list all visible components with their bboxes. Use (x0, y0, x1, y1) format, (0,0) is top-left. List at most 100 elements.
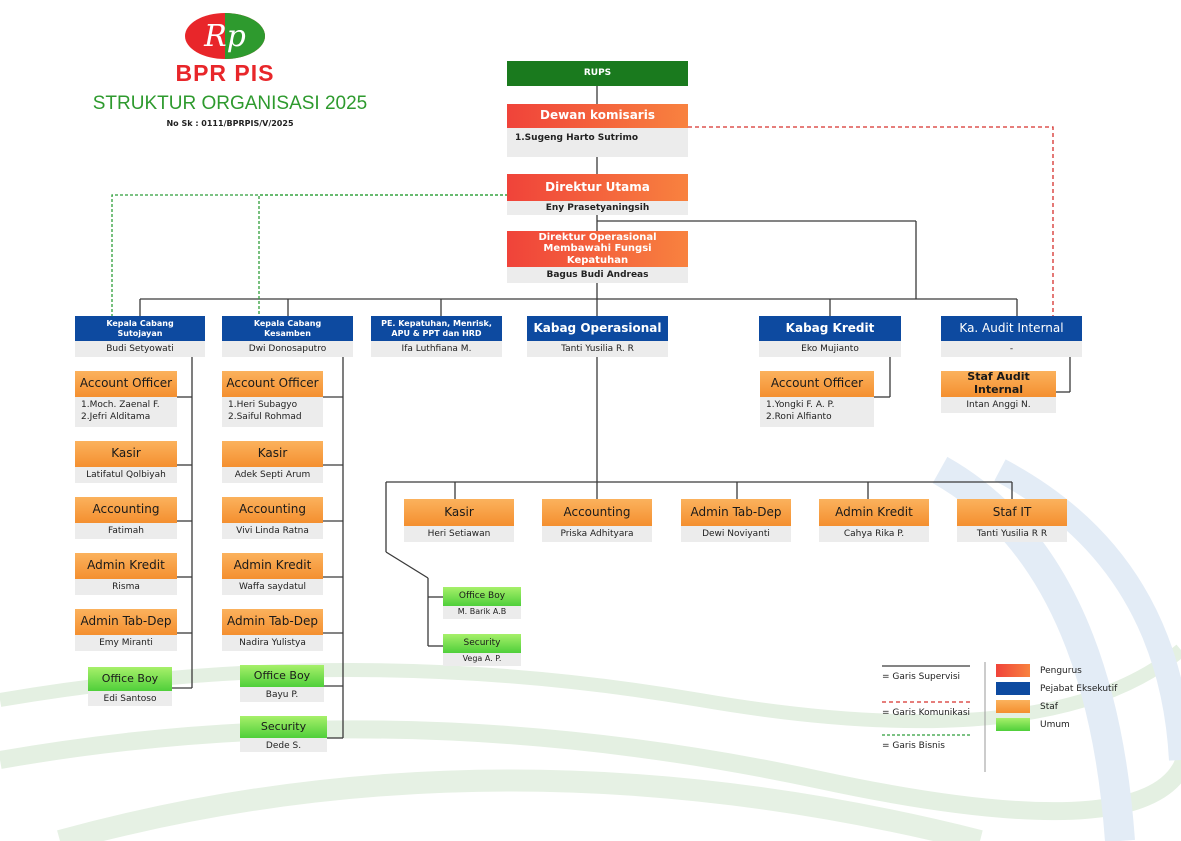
staff-name: 2.Jefri Alditama (81, 412, 151, 423)
staff-name: Intan Anggi N. (941, 397, 1056, 413)
legend-umum: Umum (996, 718, 1070, 731)
rups-box: RUPS (507, 61, 688, 86)
staff-title: Security (240, 716, 327, 738)
legend-pengurus: Pengurus (996, 664, 1082, 677)
dewan-komisaris-box: Dewan komisaris 1.Sugeng Harto Sutrimo (507, 104, 688, 157)
staff-name: Risma (75, 579, 177, 595)
legend-label: Pengurus (1040, 665, 1082, 676)
staff-name: Nadira Yulistya (222, 635, 323, 651)
kesamben-security: Security Dede S. (240, 716, 327, 752)
legend-swatch-eksekutif (996, 682, 1030, 695)
staff-name: Waffa saydatul (222, 579, 323, 595)
kepala-cabang-sutojayan-box: Kepala Cabang Sutojayan Budi Setyowati (75, 316, 205, 357)
staff-names: 1.Yongki F. A. P. 2.Roni Alfianto (760, 397, 874, 427)
sutojayan-admin-tab-dep: Admin Tab-Dep Emy Miranti (75, 609, 177, 651)
staff-title: Security (443, 634, 521, 653)
staff-name: Latifatul Qolbiyah (75, 467, 177, 483)
page-title: STRUKTUR ORGANISASI 2025 (92, 93, 368, 114)
staff-name: Cahya Rika P. (819, 526, 929, 542)
staff-title: Admin Tab-Dep (222, 609, 323, 635)
kepala-cabang-kesamben-box: Kepala Cabang Kesamben Dwi Donosaputro (222, 316, 353, 357)
pe-kepatuhan-title: PE. Kepatuhan, Menrisk, APU & PPT dan HR… (371, 316, 502, 341)
svg-text:Rp: Rp (203, 19, 246, 54)
staff-name: Dede S. (240, 738, 327, 752)
staff-name: Vivi Linda Ratna (222, 523, 323, 539)
staff-title: Accounting (542, 499, 652, 526)
staff-name: Emy Miranti (75, 635, 177, 651)
ops-staf-it: Staf IT Tanti Yusilia R R (957, 499, 1067, 542)
kabag-operasional-name: Tanti Yusilia R. R (527, 341, 668, 357)
kredit-account-officer: Account Officer 1.Yongki F. A. P. 2.Roni… (760, 371, 874, 427)
staff-name: Tanti Yusilia R R (957, 526, 1067, 542)
legend-staf: Staf (996, 700, 1058, 713)
direktur-utama-name: Eny Prasetyaningsih (507, 201, 688, 215)
kabag-operasional-box: Kabag Operasional Tanti Yusilia R. R (527, 316, 668, 357)
rups-title: RUPS (507, 61, 688, 86)
staff-name: 2.Roni Alfianto (766, 412, 832, 423)
staff-name: Edi Santoso (88, 691, 172, 706)
kesamben-admin-tab-dep: Admin Tab-Dep Nadira Yulistya (222, 609, 323, 651)
staff-title: Staf Audit Internal (941, 371, 1056, 397)
staff-name: 2.Saiful Rohmad (228, 412, 302, 423)
legend-garis-supervisi: = Garis Supervisi (882, 672, 961, 682)
staff-names: 1.Heri Subagyo 2.Saiful Rohmad (222, 397, 323, 427)
staff-title: Admin Kredit (75, 553, 177, 579)
ops-kasir: Kasir Heri Setiawan (404, 499, 514, 542)
staff-title: Staf IT (957, 499, 1067, 526)
staff-name: 1.Moch. Zaenal F. (81, 400, 160, 410)
sk-number: No Sk : 0111/BPRPIS/V/2025 (166, 119, 294, 128)
staff-title: Admin Kredit (819, 499, 929, 526)
ops-security: Security Vega A. P. (443, 634, 521, 666)
kesamben-accounting: Accounting Vivi Linda Ratna (222, 497, 323, 539)
pe-kepatuhan-box: PE. Kepatuhan, Menrisk, APU & PPT dan HR… (371, 316, 502, 357)
staff-title: Office Boy (443, 587, 521, 606)
ka-audit-internal-name: - (941, 341, 1082, 357)
staff-name: Heri Setiawan (404, 526, 514, 542)
legend-swatch-pengurus (996, 664, 1030, 677)
staff-title: Office Boy (240, 665, 324, 687)
ops-office-boy: Office Boy M. Barik A.B (443, 587, 521, 619)
legend-label: Pejabat Eksekutif (1040, 683, 1118, 694)
staff-name: Fatimah (75, 523, 177, 539)
logo-block: Rp BPR PIS STRUKTUR ORGANISASI 2025 No S… (80, 8, 380, 133)
staff-title: Accounting (222, 497, 323, 523)
bpr-pis-logo-icon: Rp (185, 13, 265, 59)
legend-label: Staf (1040, 701, 1058, 712)
staff-title: Admin Kredit (222, 553, 323, 579)
legend-garis-komunikasi: = Garis Komunikasi (882, 708, 971, 718)
staff-name: Adek Septi Arum (222, 467, 323, 483)
kepala-cabang-sutojayan-title: Kepala Cabang Sutojayan (75, 316, 205, 341)
sutojayan-account-officer: Account Officer 1.Moch. Zaenal F. 2.Jefr… (75, 371, 177, 427)
staf-audit-internal: Staf Audit Internal Intan Anggi N. (941, 371, 1056, 413)
kesamben-account-officer: Account Officer 1.Heri Subagyo 2.Saiful … (222, 371, 323, 427)
direktur-utama-box: Direktur Utama Eny Prasetyaningsih (507, 174, 688, 215)
kesamben-kasir: Kasir Adek Septi Arum (222, 441, 323, 483)
dewan-komisaris-title: Dewan komisaris (507, 104, 688, 128)
staff-title: Kasir (404, 499, 514, 526)
direktur-utama-title: Direktur Utama (507, 174, 688, 201)
kabag-kredit-box: Kabag Kredit Eko Mujianto (759, 316, 901, 357)
kabag-kredit-title: Kabag Kredit (759, 316, 901, 341)
sutojayan-kasir: Kasir Latifatul Qolbiyah (75, 441, 177, 483)
staff-title: Account Officer (75, 371, 177, 397)
brand-name: BPR PIS (175, 60, 275, 86)
legend-label: Umum (1040, 719, 1070, 730)
staff-name: Vega A. P. (443, 653, 521, 666)
staff-title: Admin Tab-Dep (75, 609, 177, 635)
staff-name: Priska Adhityara (542, 526, 652, 542)
legend-garis-bisnis: = Garis Bisnis (882, 741, 945, 751)
pe-kepatuhan-name: Ifa Luthfiana M. (371, 341, 502, 357)
staff-title: Account Officer (222, 371, 323, 397)
staff-title: Admin Tab-Dep (681, 499, 791, 526)
ops-admin-kredit: Admin Kredit Cahya Rika P. (819, 499, 929, 542)
staff-name: 1.Heri Subagyo (228, 400, 298, 410)
ka-audit-internal-title: Ka. Audit Internal (941, 316, 1082, 341)
direktur-operasional-name: Bagus Budi Andreas (507, 267, 688, 283)
kesamben-office-boy: Office Boy Bayu P. (240, 665, 324, 702)
ops-admin-tab-dep: Admin Tab-Dep Dewi Noviyanti (681, 499, 791, 542)
staff-title: Office Boy (88, 667, 172, 691)
staff-name: 1.Yongki F. A. P. (766, 400, 835, 410)
sutojayan-admin-kredit: Admin Kredit Risma (75, 553, 177, 595)
